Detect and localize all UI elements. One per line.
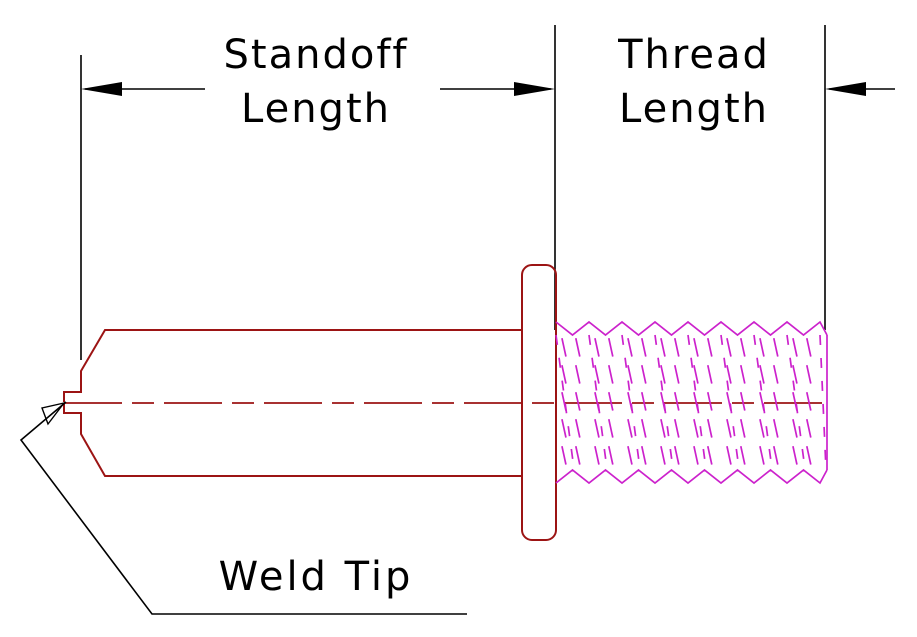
arrow-head-left — [81, 82, 122, 96]
standoff-length-label-line1: Standoff — [224, 32, 409, 78]
standoff-length-label-line2: Length — [241, 86, 391, 132]
thread-root-hatch — [759, 338, 765, 357]
thread-root-hatch — [759, 365, 765, 384]
thread-root-hatch — [660, 365, 666, 384]
thread-root-hatch — [673, 392, 680, 411]
thread-root-hatch — [805, 419, 812, 438]
thread-root-hatch — [693, 446, 699, 465]
thread-root-hatch — [772, 446, 779, 465]
thread-root-hatch — [792, 338, 798, 357]
thread-root-hatch — [693, 419, 699, 438]
thread-root-hatch — [561, 338, 567, 357]
thread-root-hatch — [759, 446, 765, 465]
weld-tip-label: Weld Tip — [219, 554, 414, 600]
thread-root-hatch — [772, 365, 779, 384]
thread-representation — [555, 320, 828, 485]
dimension-standoff-length: Standoff Length — [80, 25, 556, 360]
thread-root-hatch — [561, 446, 567, 465]
thread-root-hatch — [640, 338, 647, 357]
thread-root-hatch — [594, 419, 600, 438]
stud-outline-bottom — [63, 404, 522, 477]
thread-root-hatch — [706, 446, 713, 465]
thread-root-hatch — [739, 338, 746, 357]
thread-length-label-line2: Length — [619, 86, 769, 132]
thread-root-hatch — [726, 446, 732, 465]
thread-root-hatch — [574, 338, 581, 357]
thread-root-hatch — [574, 365, 581, 384]
thread-root-hatch — [706, 365, 713, 384]
thread-root-hatch — [726, 365, 732, 384]
thread-root-hatch — [607, 365, 614, 384]
thread-root-hatch — [640, 392, 647, 411]
thread-root-hatch — [561, 365, 567, 384]
dimension-thread-length: Thread Length — [617, 25, 895, 330]
weld-tip-leader-arrowhead — [41, 401, 66, 426]
thread-length-label-line1: Thread — [617, 32, 770, 78]
thread-crest-bottom — [555, 468, 828, 485]
thread-root-hatch — [739, 419, 746, 438]
thread-root-hatch — [805, 446, 812, 465]
weld-tip-leader-line — [19, 401, 467, 615]
thread-root-hatch — [594, 365, 600, 384]
thread-root-hatch — [739, 365, 746, 384]
arrow-head-thread-right — [825, 82, 866, 96]
thread-root-hatch — [726, 338, 732, 357]
thread-root-hatch — [739, 392, 746, 411]
thread-root-hatch — [726, 419, 732, 438]
thread-root-hatch — [673, 446, 680, 465]
thread-root-hatch — [574, 446, 581, 465]
thread-root-hatch — [792, 446, 798, 465]
thread-root-hatch — [627, 446, 633, 465]
thread-root-hatch — [792, 419, 798, 438]
thread-root-hatch — [759, 419, 765, 438]
thread-root-hatch — [594, 446, 600, 465]
thread-root-hatch — [772, 338, 779, 357]
thread-root-hatch — [693, 365, 699, 384]
thread-root-hatch — [772, 419, 779, 438]
thread-root-hatch — [660, 446, 666, 465]
thread-root-hatch — [673, 365, 680, 384]
thread-crest-top — [555, 320, 828, 337]
thread-root-hatch — [739, 446, 746, 465]
thread-root-hatch — [627, 338, 633, 357]
thread-root-hatch — [706, 419, 713, 438]
thread-root-hatch — [640, 365, 647, 384]
thread-root-hatch — [673, 419, 680, 438]
stud-outline-top — [63, 329, 522, 402]
thread-root-hatch — [805, 365, 812, 384]
thread-root-hatch — [792, 365, 798, 384]
thread-root-hatch — [805, 392, 812, 411]
thread-root-hatch — [772, 392, 779, 411]
thread-root-hatch — [574, 392, 581, 411]
thread-root-hatch — [594, 338, 600, 357]
thread-root-hatch — [640, 419, 647, 438]
thread-root-hatch — [693, 338, 699, 357]
thread-root-hatch — [574, 419, 581, 438]
thread-root-hatch — [627, 419, 633, 438]
thread-root-hatch — [640, 446, 647, 465]
thread-root-hatch — [627, 365, 633, 384]
thread-root-hatch — [805, 338, 812, 357]
thread-root-hatch — [673, 338, 680, 357]
arrow-head-right — [514, 82, 555, 96]
thread-root-hatch — [607, 338, 614, 357]
thread-root-hatch — [607, 446, 614, 465]
thread-root-hatch — [660, 338, 666, 357]
thread-root-hatch — [561, 419, 567, 438]
callout-weld-tip: Weld Tip — [19, 401, 467, 615]
thread-root-hatch — [660, 419, 666, 438]
thread-root-hatch — [607, 392, 614, 411]
thread-root-hatch — [607, 419, 614, 438]
thread-root-hatch — [706, 338, 713, 357]
weld-stud-part — [63, 264, 830, 541]
thread-root-hatch — [706, 392, 713, 411]
